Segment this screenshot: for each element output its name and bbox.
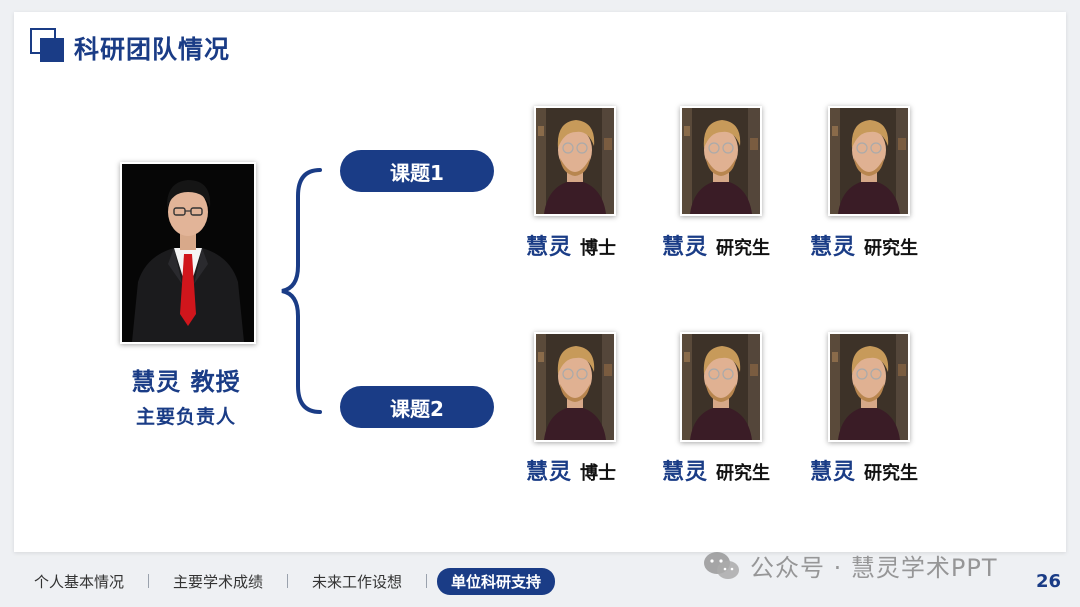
member-name: 慧灵: [810, 460, 857, 485]
member-caption: 慧灵 博士: [526, 454, 666, 486]
wechat-icon: [704, 551, 739, 579]
member-caption: 慧灵 博士: [526, 229, 666, 261]
title-square-icon: [30, 28, 64, 62]
nav-item-personal-info[interactable]: 个人基本情况: [34, 572, 125, 591]
brace-connector-icon: [281, 168, 322, 414]
member-title: 研究生: [864, 463, 919, 484]
member-title: 博士: [580, 238, 617, 259]
member-caption: 慧灵 研究生: [810, 454, 950, 486]
member-caption: 慧灵 研究生: [662, 229, 802, 261]
watermark: 公众号 · 慧灵学术PPT: [702, 548, 998, 583]
member-photo: [828, 106, 910, 216]
project-2-pill: 课题2: [340, 386, 494, 428]
member-name: 慧灵: [662, 235, 709, 260]
nav-item-research-support[interactable]: 单位科研支持: [437, 567, 556, 595]
nav-divider: [287, 574, 289, 588]
nav-divider: [148, 574, 150, 588]
member-name: 慧灵: [810, 235, 857, 260]
leader-photo: [120, 162, 256, 344]
page-number: 26: [1036, 571, 1062, 592]
member-photo: [680, 332, 762, 442]
member-caption: 慧灵 研究生: [810, 229, 950, 261]
nav-divider: [426, 574, 428, 588]
member-title: 博士: [580, 463, 617, 484]
project-1-label: 课题1: [390, 160, 444, 185]
member-photo: [534, 106, 616, 216]
member-title: 研究生: [716, 238, 771, 259]
footer-nav: 个人基本情况 主要学术成绩 未来工作设想 单位科研支持: [20, 566, 556, 596]
member-name: 慧灵: [526, 235, 573, 260]
page-title: 科研团队情况: [74, 35, 231, 64]
nav-item-academic-achievements[interactable]: 主要学术成绩: [173, 572, 264, 591]
project-2-label: 课题2: [390, 396, 444, 421]
member-photo: [534, 332, 616, 442]
leader-name: 慧灵 教授: [131, 368, 241, 396]
member-name: 慧灵: [662, 460, 709, 485]
leader-role: 主要负责人: [135, 406, 236, 428]
project-1-pill: 课题1: [340, 150, 494, 192]
member-photo: [680, 106, 762, 216]
member-title: 研究生: [716, 463, 771, 484]
member-name: 慧灵: [526, 460, 573, 485]
watermark-text: 公众号 · 慧灵学术PPT: [750, 554, 998, 582]
member-photo: [828, 332, 910, 442]
member-caption: 慧灵 研究生: [662, 454, 802, 486]
member-title: 研究生: [864, 238, 919, 259]
nav-item-future-plans[interactable]: 未来工作设想: [312, 572, 403, 591]
